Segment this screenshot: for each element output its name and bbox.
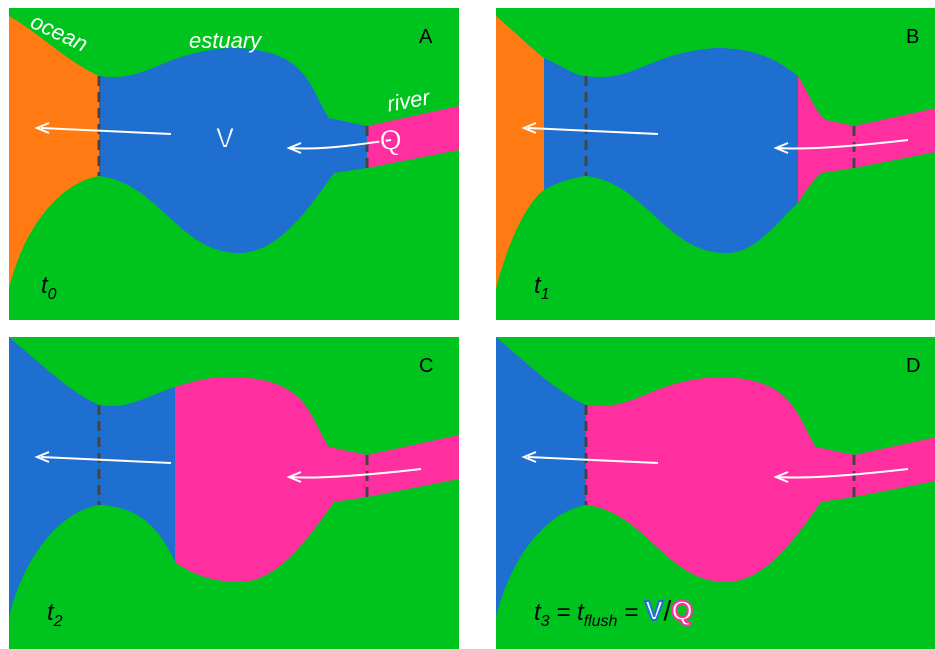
- outflow-arrow: [40, 127, 172, 135]
- ocean-area: [9, 16, 99, 288]
- estuary-label: estuary: [189, 28, 262, 53]
- panel-letter: D: [906, 355, 921, 377]
- inflow-arrow: [290, 139, 392, 150]
- panel-c-map: [9, 337, 459, 649]
- volume-symbol: V: [214, 121, 236, 156]
- panel-b: B t1: [496, 8, 935, 320]
- panel-a: ocean estuary river V Q A t0: [9, 8, 459, 320]
- panel-d: D t3 = tflush = V/Q: [496, 337, 935, 649]
- estuary-area: [99, 48, 367, 253]
- time-label: t0: [41, 272, 57, 303]
- discharge-symbol: Q: [670, 594, 694, 627]
- discharge-symbol: Q: [378, 123, 403, 158]
- panel-c: C t2: [9, 337, 459, 649]
- panel-letter: B: [906, 26, 920, 48]
- time-label: t2: [47, 599, 63, 630]
- panel-letter: C: [419, 355, 434, 377]
- time-label: t1: [534, 272, 550, 303]
- panel-b-map: [496, 8, 935, 320]
- panel-letter: A: [419, 26, 433, 48]
- river-area: [367, 106, 459, 168]
- panel-d-map: [496, 337, 935, 649]
- flushing-time-formula: t3 = tflush = V/Q: [534, 594, 694, 630]
- volume-symbol: V: [644, 594, 665, 627]
- panel-a-map: [9, 8, 459, 320]
